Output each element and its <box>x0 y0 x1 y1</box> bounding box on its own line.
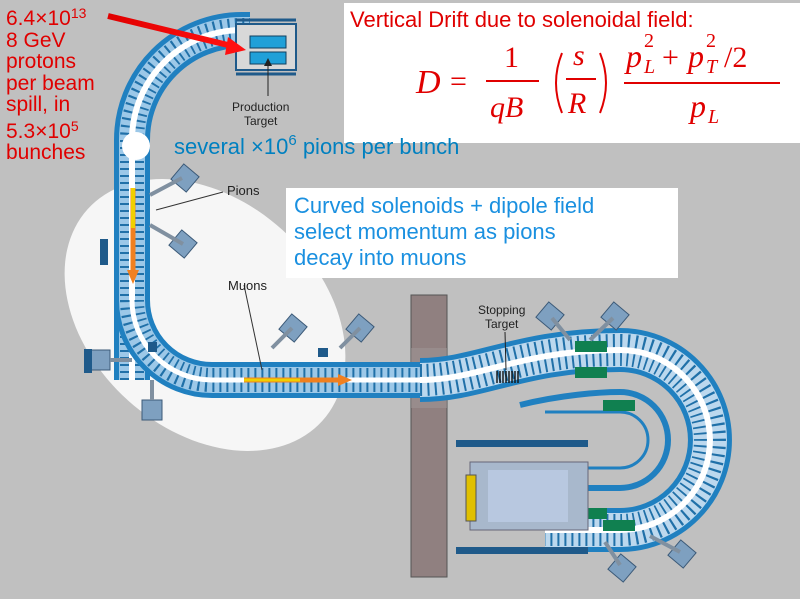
beam-info: 6.4×1013 8 GeV protons per beam spill, i… <box>6 3 95 164</box>
num-pL-sub: L <box>643 56 655 78</box>
num-pL-sup: 2 <box>644 30 654 52</box>
paren-den: R <box>567 87 586 120</box>
muons-label: Muons <box>228 278 268 293</box>
production-target-label: Production Target <box>232 100 290 128</box>
pions-exp: 6 <box>288 132 297 149</box>
frac1-num: 1 <box>504 41 519 74</box>
stopping-target <box>496 371 519 383</box>
bunch-count-base: 5.3×10 <box>6 119 71 143</box>
stopping-target-label: Stopping Target <box>478 303 526 331</box>
pions-label: Pions <box>227 183 260 198</box>
num-pT-sub: T <box>706 56 719 78</box>
selection-line2: select momentum as pions <box>294 219 556 244</box>
frac1-den: qB <box>490 91 523 124</box>
pions-per-bunch: several ×106 pions per bunch <box>174 132 459 160</box>
selection-line1: Curved solenoids + dipole field <box>294 193 595 218</box>
production-solenoid <box>114 12 250 380</box>
num-pL: p <box>624 38 642 74</box>
num-pT: p <box>686 38 704 74</box>
beam-line4: per beam <box>6 71 95 95</box>
formula-lhs: D <box>415 64 441 101</box>
formula-title: Vertical Drift due to solenoidal field: <box>350 7 694 32</box>
beam-line3: protons <box>6 50 77 73</box>
bunch-count-exp: 5 <box>70 117 79 134</box>
selection-ellipse <box>64 179 346 451</box>
beam-count-base: 6.4×10 <box>6 7 71 30</box>
num-plus: + <box>662 41 679 74</box>
calorimeter <box>465 474 477 522</box>
den-p: p <box>688 88 706 124</box>
detector-solenoid <box>419 327 732 552</box>
pions-text-b: pions per bunch <box>296 134 460 159</box>
num-pT-sup: 2 <box>706 30 716 52</box>
beam-energy: 8 GeV <box>6 28 66 52</box>
drift-formula-box: Vertical Drift due to solenoidal field: … <box>344 3 800 143</box>
shield-wall <box>410 294 448 578</box>
paren-num: s <box>573 39 585 72</box>
drift-formula: D = 1 qB s R p 2 L + p 2 T /2 p L <box>415 30 780 128</box>
beam-line5: spill, in <box>6 93 71 116</box>
num-over2: /2 <box>724 41 747 74</box>
selection-line3: decay into muons <box>294 245 467 270</box>
selection-note-box: Curved solenoids + dipole field select m… <box>286 188 678 278</box>
formula-equals: = <box>450 65 467 98</box>
proton-beam-arrow <box>107 13 233 49</box>
den-sub: L <box>707 106 719 128</box>
dipole-coils <box>575 341 635 531</box>
pions-text-a: several ×10 <box>174 134 289 159</box>
transport-solenoid-bend <box>114 299 420 398</box>
beam-line7: bunches <box>6 141 86 164</box>
beam-count-exp: 13 <box>70 5 87 21</box>
